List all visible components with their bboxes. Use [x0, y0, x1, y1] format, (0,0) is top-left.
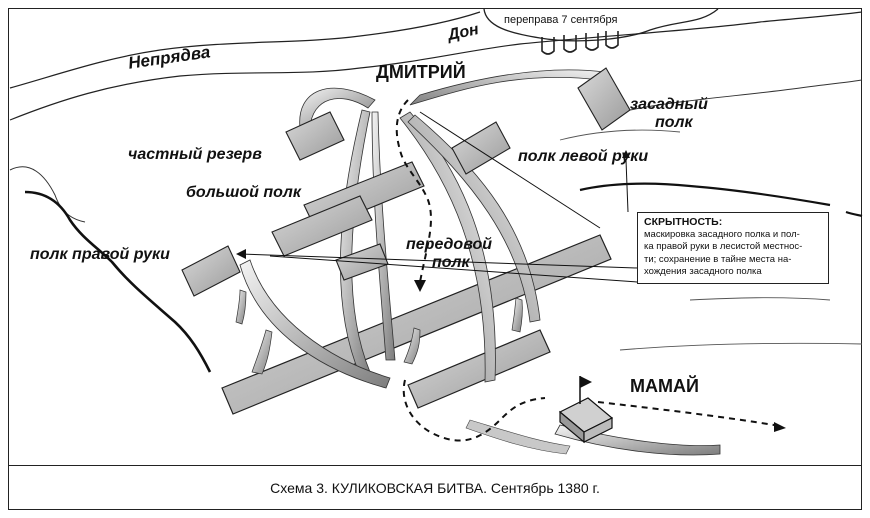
dashed-route-dmitry: [395, 99, 432, 283]
note-title: СКРЫТНОСТЬ:: [644, 216, 723, 228]
arrow-zasadny-to-front: [407, 114, 541, 323]
arrow-zasadny-strike: [409, 69, 606, 106]
label-dmitry: ДМИТРИЙ: [376, 62, 466, 82]
front-line-bar-main: [221, 234, 612, 415]
block-polk-levoy-ruki: [451, 121, 511, 175]
note-line: ти; сохранение в тайне места на-: [644, 253, 792, 265]
label-peredovoy: передовой: [406, 236, 493, 253]
forest-edge-right: [629, 79, 863, 111]
block-polk-pravoy-ruki: [181, 245, 241, 297]
arrow-small-3: [511, 297, 523, 333]
terrain-line-2: [689, 297, 831, 301]
crossing-symbols: [541, 31, 619, 55]
dashed-route-mamay: [402, 379, 546, 442]
dashed-route-arrowhead-down: [414, 280, 426, 292]
block-zasadny-polk: [577, 67, 631, 131]
caption-bar: Схема 3. КУЛИКОВСКАЯ БИТВА. Сентябрь 138…: [9, 465, 861, 509]
label-zasadny-polk: полк: [655, 114, 693, 131]
stream-right: [579, 182, 831, 207]
arrow-small-1: [251, 329, 273, 375]
label-polk-pravoy-ruki: полк правой руки: [30, 246, 170, 263]
note-line: ка правой руки в лесистой местнос-: [644, 241, 803, 252]
mamay-camp-icon: [558, 376, 614, 444]
note-line: маскировка засадного полка и пол-: [644, 228, 800, 240]
block-bolshoy-polk-2: [271, 195, 373, 257]
arrow-right-wing-curve: [239, 259, 391, 389]
block-chastny-rezerv: [285, 111, 345, 161]
map-caption: Схема 3. КУЛИКОВСКАЯ БИТВА. Сентябрь 138…: [270, 479, 600, 496]
stream-left: [24, 190, 212, 373]
note-pointer-head-1: [236, 249, 246, 259]
arrow-dmitry-down-2: [371, 111, 396, 361]
label-peredovoy-polk: полк: [432, 254, 470, 271]
note-pointer-lines: [239, 111, 638, 283]
nepryadva-river-bank-upper: [9, 11, 481, 89]
arrow-mamay-pursuit: [554, 424, 721, 456]
label-bolshoy-polk: большой полк: [186, 184, 301, 201]
valley-line-left: [9, 166, 86, 223]
label-zasadny: засадный: [630, 96, 708, 113]
arrow-shade-bottom: [465, 419, 571, 455]
nepryadva-river-bank-lower: [9, 11, 863, 121]
terrain-line-3: [619, 342, 863, 351]
note-pointer-head-2: [622, 150, 630, 158]
stream-right-end: [845, 210, 863, 218]
label-crossing: переправа 7 сентября: [504, 14, 618, 26]
terrain-line-1: [559, 129, 681, 141]
label-chastny-rezerv: частный резерв: [128, 146, 262, 163]
arrow-small-4: [235, 289, 247, 325]
arrow-small-2: [403, 327, 421, 365]
label-mamay: МАМАЙ: [630, 376, 699, 396]
label-polk-levoy-ruki: полк левой руки: [518, 148, 649, 165]
front-line-bar-right: [407, 329, 551, 409]
note-line: хождения засадного полка: [644, 266, 762, 277]
note-box-secrecy: СКРЫТНОСТЬ: маскировка засадного полка и…: [637, 212, 829, 284]
dashed-route-arrowhead: [774, 422, 786, 432]
dashed-route-mamay-retreat: [597, 401, 781, 427]
arrow-left-wing-strike: [399, 111, 496, 383]
